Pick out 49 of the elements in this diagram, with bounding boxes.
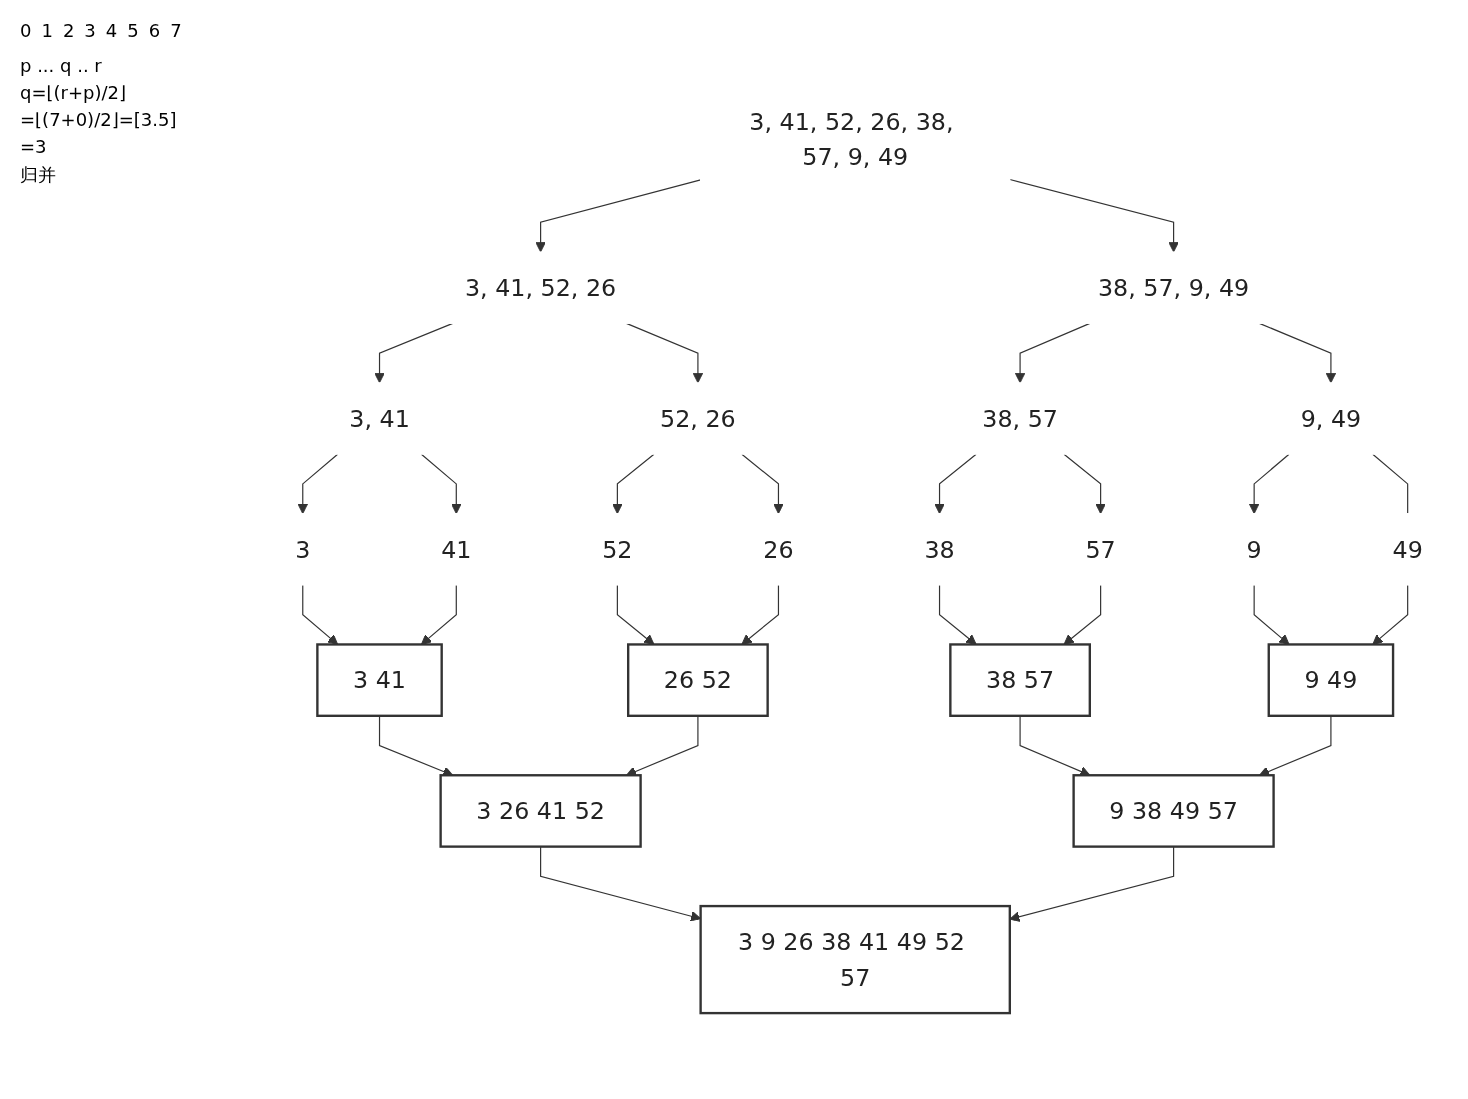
arrow bbox=[374, 322, 454, 384]
node-text: 52, 26 bbox=[660, 404, 736, 433]
node-box: 26 52 bbox=[627, 643, 769, 718]
node-box: 3 9 26 38 41 49 52 57 bbox=[699, 905, 1011, 1015]
formula-text: q=⌊(r+p)/2⌋ bbox=[20, 82, 128, 103]
node-text: 52 bbox=[602, 535, 633, 564]
index-number: 3 bbox=[84, 20, 96, 41]
node-text: 41 bbox=[441, 535, 472, 564]
index-number: 5 bbox=[127, 20, 139, 41]
arrow bbox=[1063, 453, 1106, 515]
note-text: 归并 bbox=[20, 163, 57, 187]
node-text: 9 bbox=[1246, 535, 1262, 564]
node-text: 26 bbox=[763, 535, 794, 564]
node-box: 9 38 49 57 bbox=[1072, 774, 1275, 848]
arrow bbox=[934, 453, 977, 515]
arrow bbox=[1009, 846, 1175, 923]
index-number: 0 bbox=[20, 20, 32, 41]
node-box: 38 57 bbox=[949, 643, 1091, 718]
index-number: 6 bbox=[148, 20, 161, 41]
node-text: 3, 41 bbox=[349, 404, 410, 433]
node-box: 9 49 bbox=[1267, 643, 1395, 718]
arrow bbox=[1248, 453, 1290, 515]
node-text: 38 bbox=[924, 535, 955, 564]
node-box: 3 41 bbox=[316, 643, 443, 718]
arrow bbox=[297, 453, 339, 515]
node-text: 3, 41, 52, 26 bbox=[464, 273, 617, 303]
arrow bbox=[420, 453, 462, 515]
arrow bbox=[741, 453, 784, 515]
formula-text: =⌊(7+0)/2⌋=[3.5] bbox=[20, 109, 178, 130]
arrow bbox=[1258, 322, 1337, 384]
index-number: 2 bbox=[62, 20, 75, 41]
connector bbox=[1372, 453, 1409, 515]
node-text: 3 bbox=[295, 535, 311, 564]
arrow bbox=[612, 453, 655, 515]
arrow bbox=[1014, 322, 1091, 384]
index-number: 7 bbox=[170, 20, 182, 41]
node-text: 3, 41, 52, 26, 38, 57, 9, 49 bbox=[749, 107, 954, 172]
index-number: 1 bbox=[41, 20, 53, 41]
node-box: 3 26 41 52 bbox=[439, 774, 642, 848]
node-text: 38, 57 bbox=[982, 404, 1058, 433]
node-text: 9, 49 bbox=[1300, 404, 1362, 433]
formula-text: =3 bbox=[20, 136, 48, 157]
node-text: 57 bbox=[1085, 535, 1116, 564]
formula-text: p ... q .. r bbox=[20, 55, 103, 76]
arrow bbox=[1009, 179, 1179, 253]
arrow bbox=[625, 322, 704, 384]
node-text: 49 bbox=[1392, 535, 1423, 564]
index-number: 4 bbox=[105, 20, 118, 41]
node-text: 38, 57, 9, 49 bbox=[1097, 273, 1250, 303]
